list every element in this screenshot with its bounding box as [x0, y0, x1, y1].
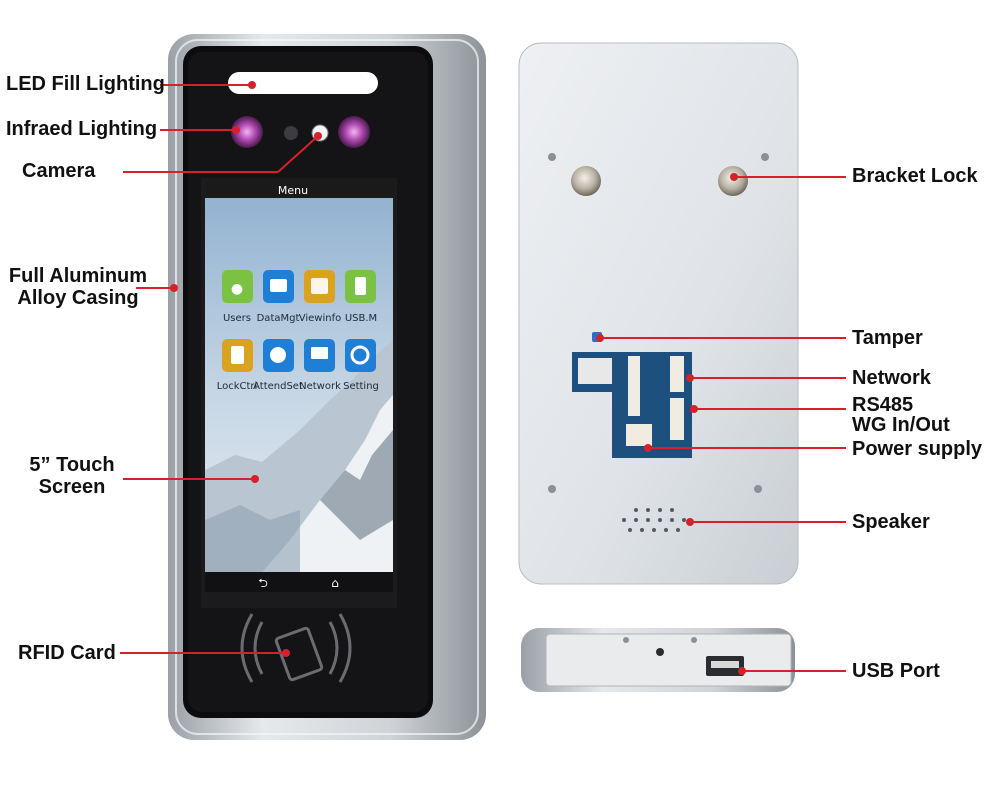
label-led-fill-lighting: LED Fill Lighting	[6, 73, 165, 95]
leader-dots	[170, 81, 746, 675]
label-rfid-card: RFID Card	[18, 642, 116, 664]
app-label: DataMgt	[257, 313, 300, 324]
label-rs485: RS485	[852, 394, 914, 416]
app-label: Setting	[343, 381, 379, 392]
screw	[761, 153, 769, 161]
front-device: Menu ⮌ ⌂ ● Users Data	[168, 34, 486, 740]
speaker-grille	[622, 508, 686, 532]
app-label: AttendSet	[253, 381, 303, 392]
label-power-supply: Power supply	[852, 438, 983, 460]
label-screen-line1: 5” Touch	[29, 454, 115, 476]
label-usb-port: USB Port	[852, 660, 940, 682]
screw	[754, 485, 762, 493]
svg-text:●: ●	[231, 281, 243, 297]
home-nav-icon[interactable]: ⌂	[331, 576, 339, 590]
app-label: USB.M	[345, 313, 377, 324]
bottom-view	[521, 628, 795, 692]
setting-app-icon[interactable]	[345, 339, 376, 372]
label-bracket-lock: Bracket Lock	[852, 165, 978, 187]
label-touch-screen: 5” Touch Screen	[12, 454, 132, 498]
app-label: LockCtrl	[217, 381, 258, 392]
sensor	[284, 126, 298, 140]
users-app-icon[interactable]	[222, 270, 253, 303]
infrared-light-right	[338, 116, 370, 148]
label-casing: Full Aluminum Alloy Casing	[4, 265, 152, 309]
app-label: Users	[223, 313, 251, 324]
led-fill-light	[228, 72, 378, 94]
app-label: Network	[299, 381, 341, 392]
label-infrared-lighting: Infraed Lighting	[6, 118, 158, 140]
rfid-card-icon	[240, 613, 352, 683]
infrared-light-left	[231, 116, 263, 148]
app-label: Viewinfo	[299, 313, 342, 324]
bracket-lock-right	[718, 166, 748, 196]
screen-menu-title: Menu	[278, 184, 308, 197]
back-nav-icon[interactable]: ⮌	[258, 576, 268, 590]
back-panel	[518, 42, 799, 585]
label-casing-line1: Full Aluminum	[8, 265, 148, 287]
label-tamper: Tamper	[852, 327, 923, 349]
screw	[548, 153, 556, 161]
screw	[548, 485, 556, 493]
label-wg-in-out: WG In/Out	[852, 414, 950, 436]
label-casing-line2: Alloy Casing	[17, 287, 139, 309]
leader-lines	[120, 84, 846, 672]
app-grid: ● Users DataMgt Viewinfo USB.M LockCtrl …	[217, 270, 379, 392]
label-speaker: Speaker	[852, 511, 930, 533]
label-network: Network	[852, 367, 931, 389]
label-camera: Camera	[22, 160, 96, 182]
label-screen-line2: Screen	[38, 476, 106, 498]
bracket-lock-left	[571, 166, 601, 196]
